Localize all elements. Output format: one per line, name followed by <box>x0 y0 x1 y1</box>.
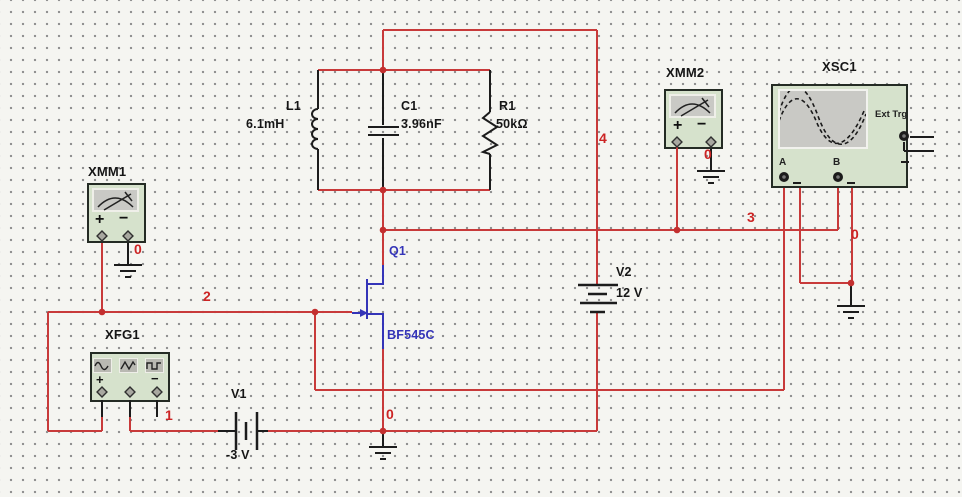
gate-arrow-icon <box>360 309 368 317</box>
q1-value: BF545C <box>387 328 435 342</box>
c1-value: 3.96nF <box>401 117 442 131</box>
xmm1-plus-mark: + <box>95 211 105 228</box>
channel-b-label: B <box>833 157 841 168</box>
v2-value: 12 V <box>616 286 643 300</box>
r1-refdes: R1 <box>499 99 516 113</box>
terminal-pin[interactable] <box>96 136 717 398</box>
net-4-wire[interactable] <box>318 29 598 284</box>
xfg1-plus-mark: + <box>96 372 104 387</box>
net-0-wire[interactable] <box>266 188 853 432</box>
xmm1-dial-icon <box>97 191 134 211</box>
xmm1-title: XMM1 <box>88 164 127 179</box>
scope-connectors[interactable] <box>779 131 909 184</box>
net-label-0-xmm2: 0 <box>704 146 712 162</box>
c1-refdes: C1 <box>401 99 418 113</box>
xmm2-title: XMM2 <box>666 65 705 80</box>
r1-value: 50kΩ <box>496 117 528 131</box>
resistor-symbol[interactable] <box>480 111 500 155</box>
component-leads <box>101 70 852 447</box>
xsc1-title: XSC1 <box>822 59 857 74</box>
net-label-1: 1 <box>165 407 173 423</box>
v1-refdes: V1 <box>231 387 247 401</box>
xmm2-plus-mark: + <box>673 117 683 134</box>
channel-a-label: A <box>779 157 787 168</box>
net-label-0-xsc1: 0 <box>851 226 859 242</box>
ext-trig-label: Ext Trg <box>875 109 908 120</box>
net-1-wire[interactable] <box>129 417 218 432</box>
l1-refdes: L1 <box>286 99 301 113</box>
jfet-symbol[interactable] <box>352 265 384 349</box>
inductor-symbol[interactable] <box>311 108 319 150</box>
xmm1-minus-mark: − <box>119 210 129 227</box>
net-3-wire[interactable] <box>318 146 839 265</box>
sine-wave-icon[interactable] <box>93 358 112 373</box>
v2-refdes: V2 <box>616 265 632 279</box>
xmm2-minus-mark: − <box>697 116 707 133</box>
xfg1-minus-mark: − <box>151 371 159 386</box>
net-label-0-xmm1: 0 <box>134 241 142 257</box>
battery-v1-symbol[interactable] <box>234 412 259 450</box>
net-2-wire[interactable] <box>47 188 785 432</box>
scope-trace-icon <box>780 91 866 145</box>
xmm2-dial-icon <box>674 97 711 117</box>
ground-symbol[interactable] <box>114 170 865 460</box>
square-wave-icon[interactable] <box>145 358 164 373</box>
xfg1-title: XFG1 <box>105 327 140 342</box>
ext-trig-stubs <box>903 136 934 152</box>
net-label-4: 4 <box>599 130 607 146</box>
net-label-3: 3 <box>747 209 755 225</box>
junction-dots <box>98 66 855 435</box>
battery-v2-symbol[interactable] <box>578 283 618 314</box>
triangle-wave-icon[interactable] <box>119 358 138 373</box>
net-label-2: 2 <box>203 288 211 304</box>
net-label-0-main: 0 <box>386 406 394 422</box>
q1-refdes: Q1 <box>389 244 407 258</box>
capacitor-symbol[interactable] <box>368 126 399 136</box>
v1-value: -3 V <box>226 448 250 462</box>
xsc1-screen <box>778 89 868 149</box>
l1-value: 6.1mH <box>246 117 285 131</box>
